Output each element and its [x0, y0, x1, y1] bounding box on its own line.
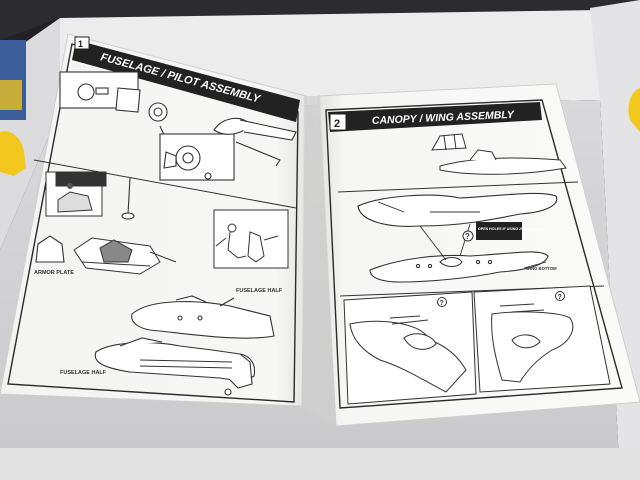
question-icon-left-inset-glyph: ?	[440, 300, 444, 307]
left-title-bar	[72, 40, 300, 122]
left-step-number: 1	[78, 39, 83, 49]
fuselage-half-top-drawing	[131, 295, 275, 339]
cockpit-inset-diagram	[45, 171, 107, 217]
open-holes-note: OPEN HOLES IF USING 20MM CANONS	[478, 227, 546, 231]
gun-detail-inset-left	[343, 291, 477, 405]
wing-top-diagram	[357, 192, 558, 227]
box-top-edge	[0, 0, 640, 40]
right-divider-1	[337, 181, 579, 193]
cockpit-floor-assembly	[73, 237, 177, 275]
fuselage-half-bottom-label: FUSELAGE HALF	[60, 370, 107, 376]
background-clutter-2	[0, 80, 22, 110]
right-step-box	[329, 113, 347, 131]
question-icon-right-inset-glyph: ?	[558, 294, 562, 301]
spine-shadow	[302, 96, 336, 426]
fuselage-half-top-label: FUSELAGE HALF	[236, 288, 283, 294]
propeller-parts-diagram	[59, 71, 297, 181]
canopy-diagram	[431, 133, 567, 175]
seat-post-part	[121, 177, 135, 220]
right-title-bar	[328, 102, 542, 132]
armor-plate-part: ARMOR PLATE	[34, 235, 74, 276]
box-front-edge	[0, 448, 640, 480]
yellow-clamp-left	[0, 131, 26, 176]
wing-bottom-label: WING BOTTOM	[526, 266, 557, 271]
open-holes-note-box	[476, 222, 522, 240]
question-icon-left-inset	[437, 297, 447, 307]
yellow-clamp-right	[628, 88, 640, 132]
question-icon	[462, 230, 474, 242]
wing-bottom-diagram	[369, 251, 549, 283]
gun-detail-inset-right	[473, 285, 611, 393]
question-icon-glyph: ?	[465, 232, 470, 241]
left-step-box	[74, 36, 90, 50]
right-step-number: 2	[334, 118, 340, 130]
pilot-figure-inset	[213, 209, 289, 269]
left-divider-1	[33, 159, 297, 209]
right-page-frame	[325, 99, 623, 409]
fuselage-half-bottom-drawing	[94, 337, 256, 396]
armor-plate-label: ARMOR PLATE	[34, 270, 74, 276]
question-icon-right-inset	[555, 291, 565, 301]
